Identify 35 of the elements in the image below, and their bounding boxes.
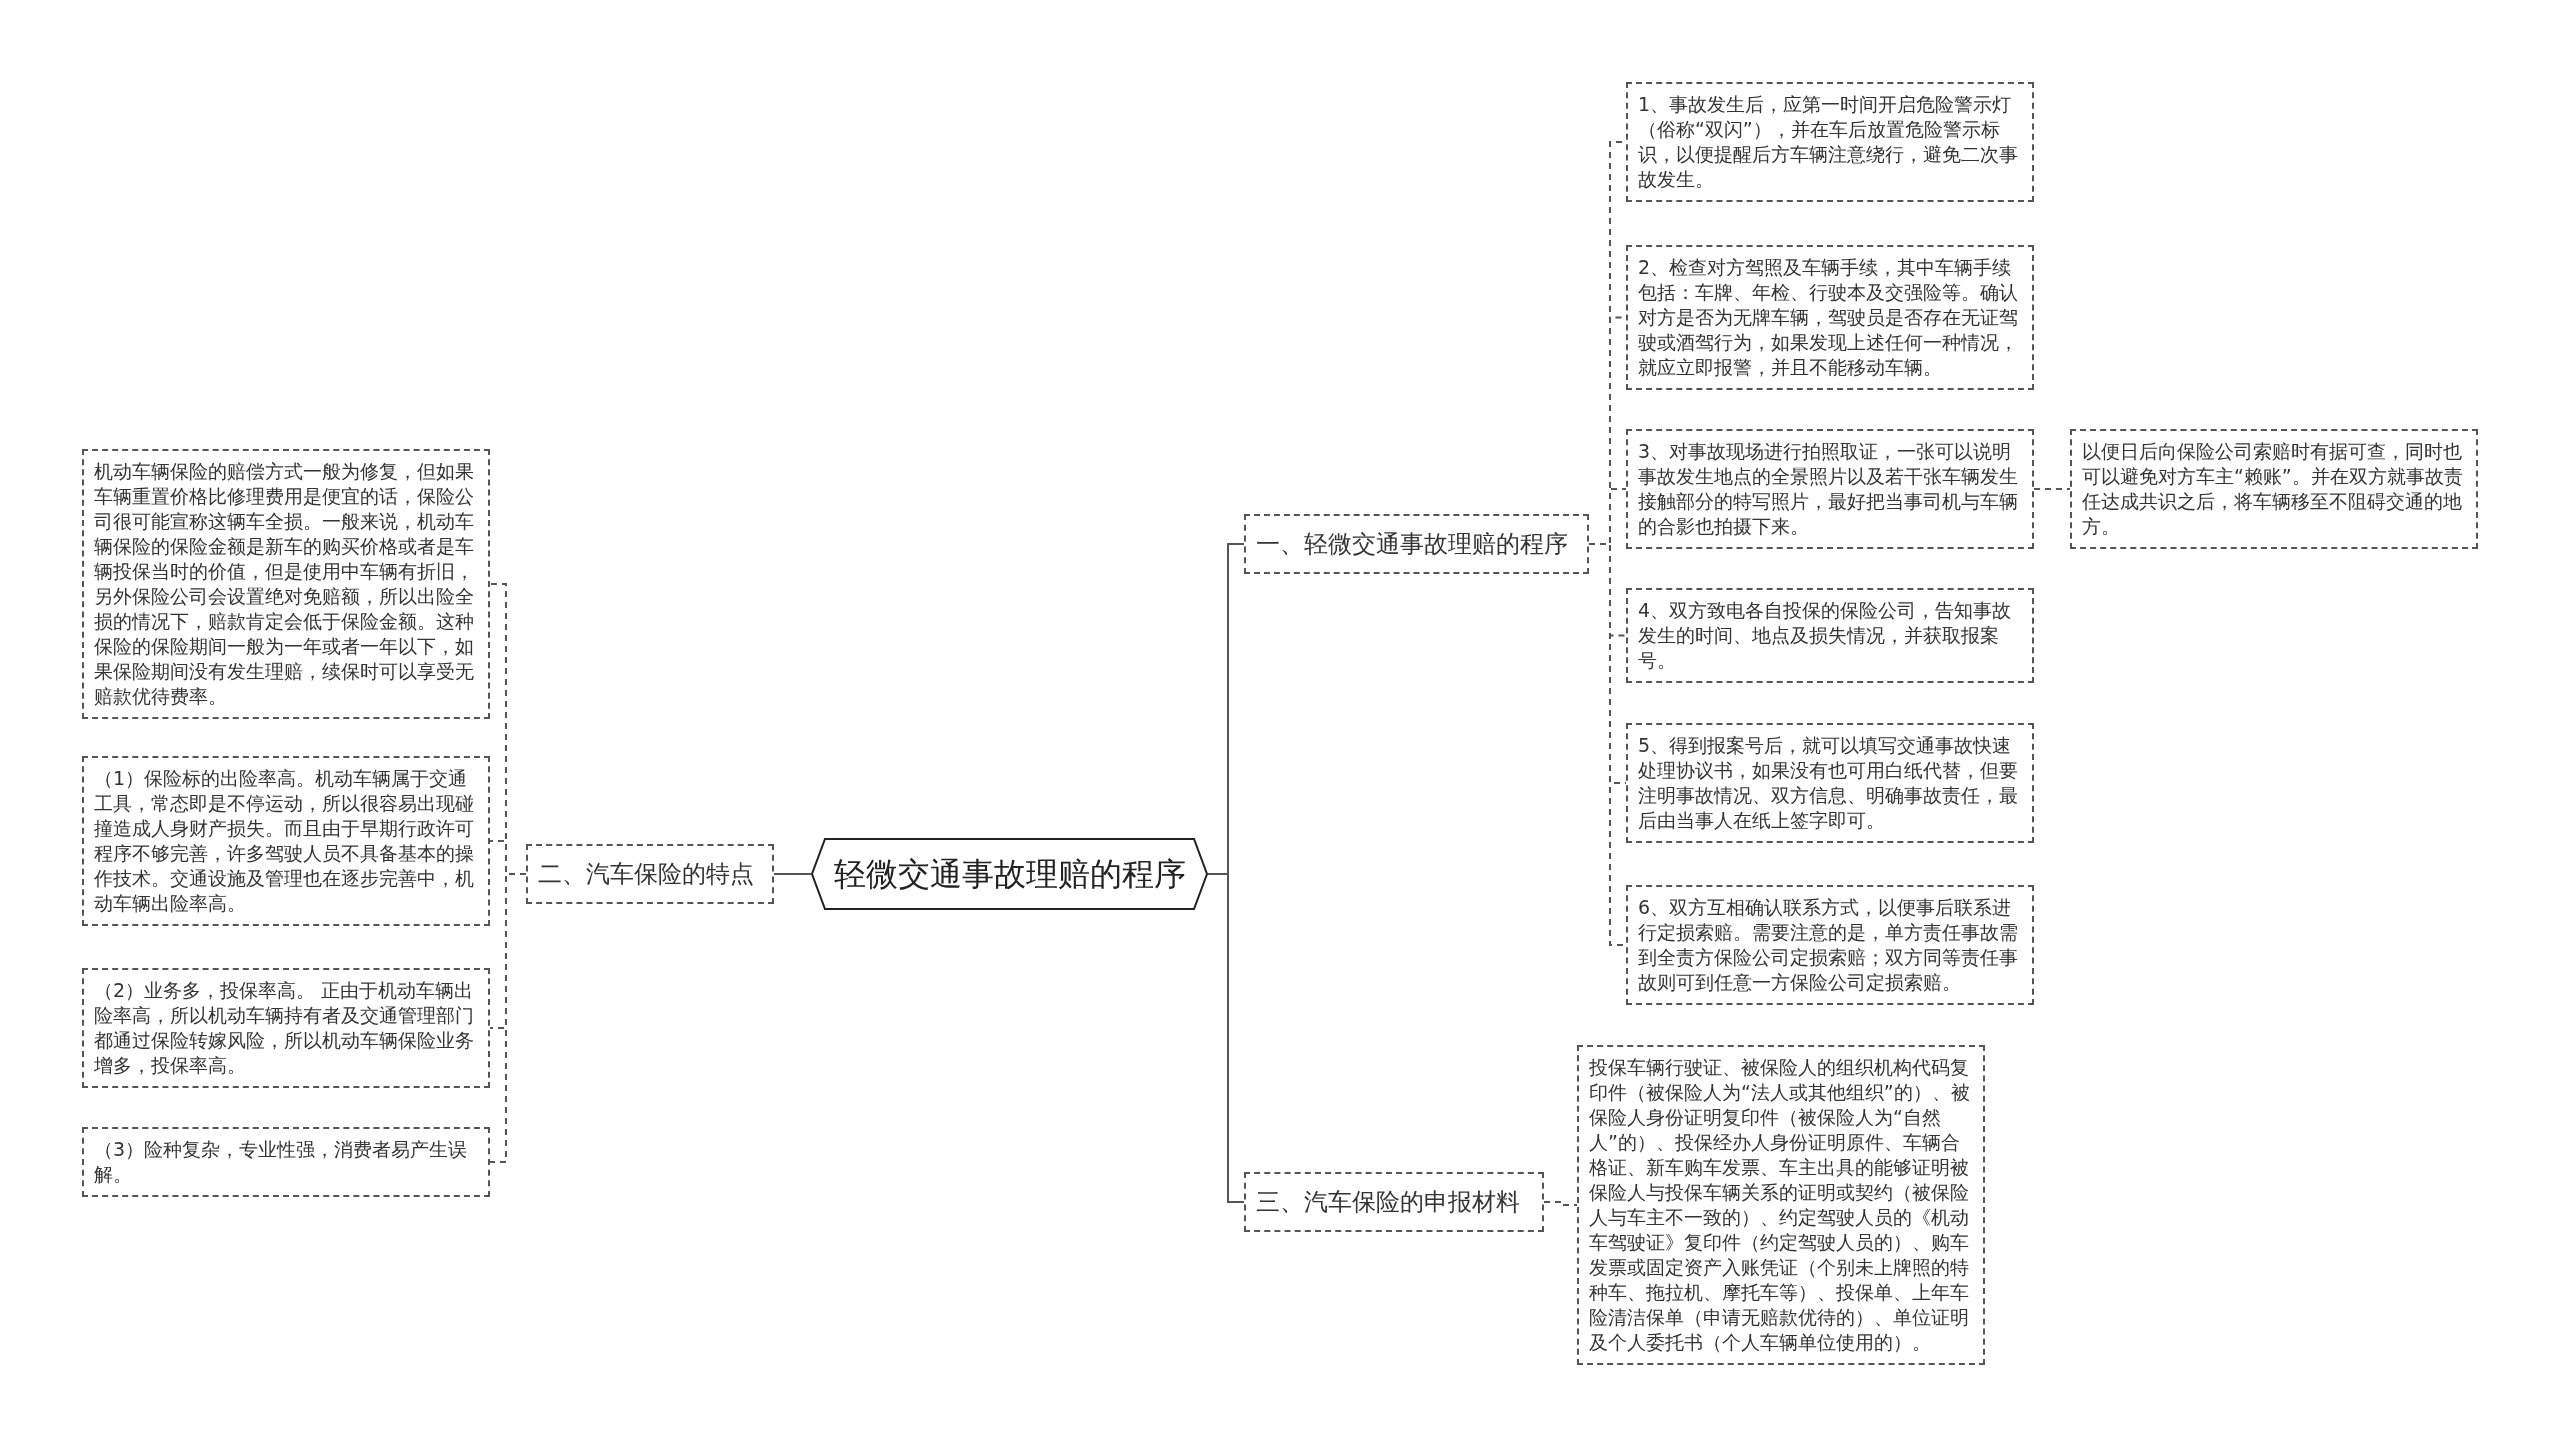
- connector-line: [1543, 1201, 1578, 1206]
- text-card: [1626, 723, 2034, 843]
- node-text: 一、轻微交通事故理赔的程序: [1256, 529, 1569, 560]
- branch-topic: [1244, 1172, 1544, 1232]
- text-card: [1626, 588, 2034, 683]
- node-text: 轻微交通事故理赔的程序: [833, 854, 1186, 894]
- text-card: [82, 1127, 490, 1197]
- node-text: 6、双方互相确认联系方式，以便事后联系进行定损索赔。需要注意的是，单方责任事故需到全责方保险公司定损索赔；双方同等责任事故则可到任意一方保险公司定损索赔。: [1638, 895, 2019, 995]
- node-text: （2）业务多，投保率高。 正由于机动车辆出险率高，所以机动车辆持有者及交通管理部门都通过保险转嫁风险，所以机动车辆保险业务增多，投保率高。: [94, 978, 475, 1078]
- text-card: [1626, 885, 2034, 1005]
- central-topic: [811, 838, 1208, 910]
- node-text: （1）保险标的出险率高。机动车辆属于交通工具，常态即是不停运动，所以很容易出现碰撞造成人身财产损失。而且由于早期行政许可程序不够完善，许多驾驶人员不具备基本的操作技术。交通设施及管理也在逐步完善中，机动车辆出险率高。: [94, 766, 475, 916]
- branch-topic: [526, 844, 774, 904]
- text-card: [1626, 429, 2034, 549]
- node-text: 三、汽车保险的申报材料: [1256, 1187, 1521, 1218]
- text-card: [2070, 429, 2478, 549]
- node-text: 1、事故发生后，应第一时间开启危险警示灯（俗称“双闪”），并在车后放置危险警示标识，以便提醒后方车辆注意绕行，避免二次事故发生。: [1638, 92, 2019, 192]
- text-card: [82, 968, 490, 1088]
- node-text: 2、检查对方驾照及车辆手续，其中车辆手续包括：车牌、年检、行驶本及交强险等。确认对方是否为无牌车辆，驾驶员是否存在无证驾驶或酒驾行为，如果发现上述任何一种情况，就应立即报警，并且不能移动车辆。: [1638, 255, 2019, 380]
- connector-line: [2033, 488, 2071, 490]
- node-text: 二、汽车保险的特点: [538, 859, 755, 890]
- connector-line: [773, 873, 812, 875]
- node-text: 5、得到报案号后，就可以填写交通事故快速处理协议书，如果没有也可用白纸代替，但要注明事故情况、双方信息、明确事故责任，最后由当事人在纸上签字即可。: [1638, 733, 2019, 833]
- connector-line: [1207, 873, 1245, 1203]
- node-text: （3）险种复杂，专业性强，消费者易产生误解。: [94, 1137, 469, 1187]
- text-card: [1626, 245, 2034, 390]
- connector-line: [489, 873, 527, 1163]
- branch-topic: [1244, 514, 1589, 574]
- node-text: 3、对事故现场进行拍照取证，一张可以说明事故发生地点的全景照片以及若干张车辆发生接触部分的特写照片，最好把当事司机与车辆的合影也拍摄下来。: [1638, 439, 2019, 539]
- text-card: [1626, 82, 2034, 202]
- text-card: [82, 756, 490, 926]
- node-text: 机动车辆保险的赔偿方式一般为修复，但如果车辆重置价格比修理费用是便宜的话，保险公司很可能宣称这辆车全损。一般来说，机动车辆保险的保险金额是新车的购买价格或者是车辆投保当时的价值，但是使用中车辆有折旧，另外保险公司会设置绝对免赔额，所以出险全损的情况下，赔款肯定会低于保险金额。这种保险的保险期间一般为一年或者一年以下，如果保险期间没有发生理赔，续保时可以享受无赔款优待费率。: [94, 459, 475, 709]
- node-text: 4、双方致电各自投保的保险公司，告知事故发生的时间、地点及损失情况，并获取报案号。: [1638, 598, 2013, 673]
- node-text: 投保车辆行驶证、被保险人的组织机构代码复印件（被保险人为“法人或其他组织”的）、被保险人身份证明复印件（被保险人为“自然人”的）、投保经办人身份证明原件、车辆合格证、新车购车发票、车主出具的能够证明被保险人与投保车辆关系的证明或契约（被保险人与车主不一致的）、约定驾驶人员的《机动车驾驶证》复印件（约定驾驶人员的）、购车发票或固定资产入账凭证（个别未上牌照的特种车、拖拉机、摩托车等）、投保单、上年车险清洁保单（申请无赔款优待的）、单位证明及个人委托书（个人车辆单位使用的）。: [1589, 1055, 1971, 1355]
- node-text: 以便日后向保险公司索赔时有据可查，同时也可以避免对方车主“赖账”。并在双方就事故责任达成共识之后，将车辆移至不阻碍交通的地方。: [2082, 439, 2464, 539]
